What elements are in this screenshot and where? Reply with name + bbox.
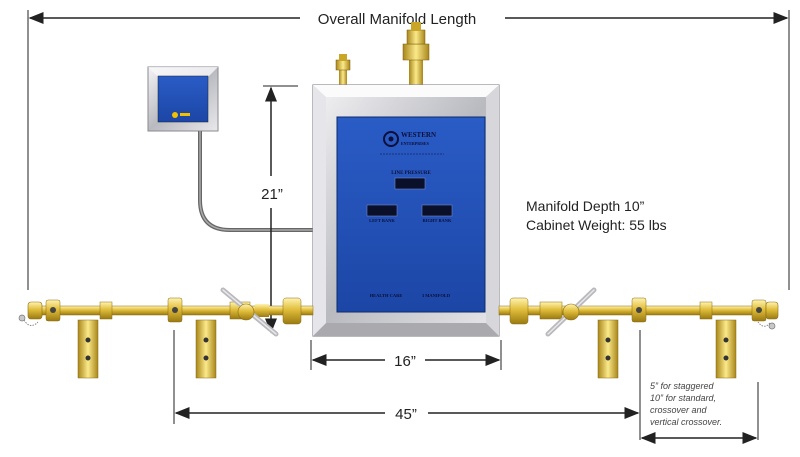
cabinet-width-dimension: 16” [310, 340, 502, 370]
right-valve-icon [562, 303, 580, 321]
left-header-assembly [18, 287, 314, 379]
header-span-dimension: 45” [173, 330, 640, 424]
top-outlet-fittings [335, 22, 430, 86]
spacing-dimension: 5” for staggered 10” for standard, cross… [639, 330, 759, 444]
right-header-assembly [498, 287, 779, 379]
overall-length-label: Overall Manifold Length [318, 11, 476, 28]
panel-footer-left: HEALTH CARE [370, 293, 403, 298]
header-span-label: 45” [395, 406, 417, 423]
right-bracket-1 [597, 319, 619, 379]
remote-alarm-box [147, 66, 219, 132]
brand-name: WESTERN [401, 131, 436, 139]
height-dimension: 21” [261, 85, 298, 334]
spacing-note-line3: crossover and [650, 405, 708, 415]
left-bank-label: LEFT BANK [369, 218, 395, 223]
overall-length-dimension: Overall Manifold Length [27, 10, 790, 290]
western-logo-icon [383, 131, 399, 147]
right-end-cap [765, 301, 779, 320]
conduit-cable [198, 131, 313, 232]
control-panel [336, 116, 486, 313]
left-bracket-2 [195, 319, 217, 379]
spacing-note-line2: 10” for standard, [650, 393, 716, 403]
left-bracket-1 [77, 319, 99, 379]
spacing-note-line4: vertical crossover. [650, 417, 722, 427]
left-end-cap [27, 301, 43, 320]
brand-subname: ENTERPRISES [401, 141, 430, 146]
spacing-note-line1: 5” for staggered [650, 381, 715, 391]
line-pressure-label: LINE PRESSURE [391, 171, 431, 176]
right-bank-display [421, 204, 453, 217]
right-bank-label: RIGHT BANK [422, 218, 452, 223]
panel-footer-right: 3 MANIFOLD [422, 293, 451, 298]
right-bracket-2 [715, 319, 737, 379]
height-label: 21” [261, 186, 283, 203]
cabinet-weight-text: Cabinet Weight: 55 lbs [526, 217, 667, 233]
alarm-indicator-icon [172, 112, 178, 118]
left-valve-icon [237, 303, 255, 321]
manifold-cabinet: WESTERN ENTERPRISES LINE PRESSURE LEFT B… [312, 84, 500, 337]
manifold-depth-text: Manifold Depth 10” [526, 198, 645, 214]
left-bank-display [366, 204, 398, 217]
line-pressure-display [394, 177, 426, 190]
cabinet-width-label: 16” [394, 353, 416, 370]
